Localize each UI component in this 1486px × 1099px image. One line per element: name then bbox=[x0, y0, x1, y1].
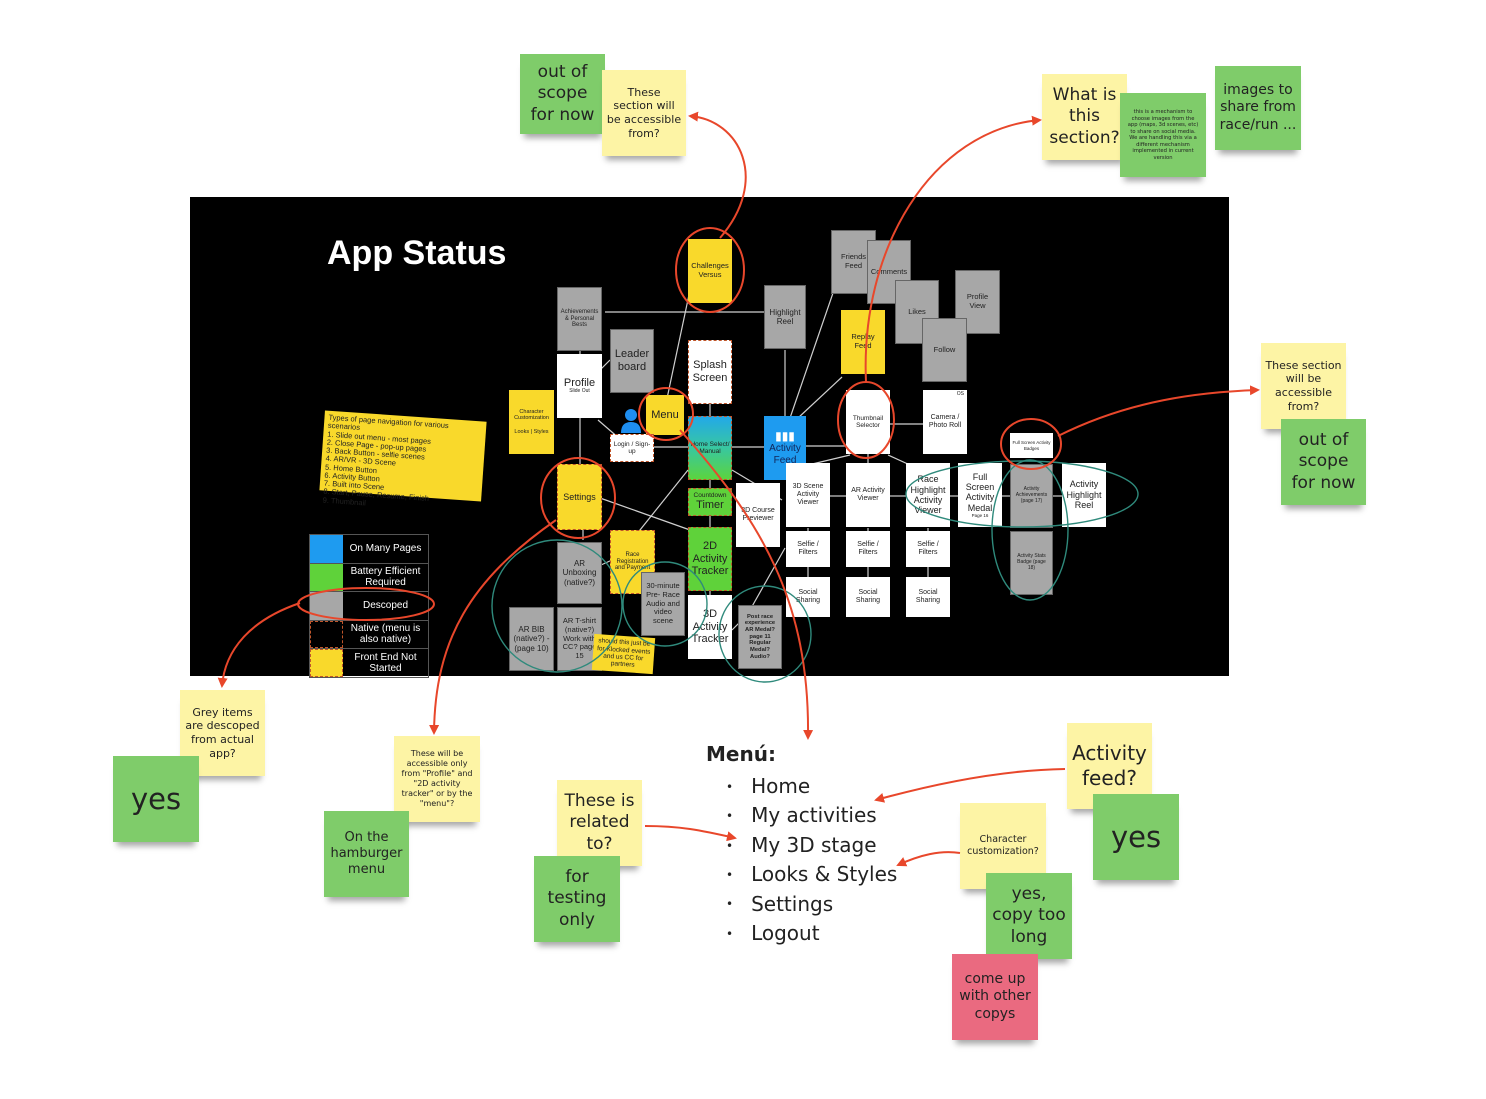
menu-item-settings: Settings bbox=[726, 890, 897, 919]
menu-list-block: Menú: Home My activities My 3D stage Loo… bbox=[706, 742, 897, 948]
sticky-copy-too-long: yes, copy too long bbox=[986, 873, 1072, 959]
node-follow: Follow bbox=[922, 318, 967, 382]
legend-label: Native (menu is also native) bbox=[350, 623, 421, 646]
node-3d-course-previewer: 3D Course Previewer bbox=[736, 483, 780, 547]
sticky-images-to-share: images to share from race/run ... bbox=[1215, 66, 1301, 150]
menu-item-looks-styles: Looks & Styles bbox=[726, 860, 897, 889]
node-challenges-versus: Challenges Versus bbox=[688, 239, 732, 303]
node-countdown-sub: Timer bbox=[696, 499, 724, 512]
arrow-feed-to-activities bbox=[874, 768, 1066, 803]
sticky-mechanism-explanation: this is a mechanism to choose images fro… bbox=[1120, 93, 1206, 177]
node-replay-feed: Replay Feed bbox=[841, 310, 885, 374]
node-settings: Settings bbox=[557, 464, 602, 530]
menu-item-logout: Logout bbox=[726, 919, 897, 948]
sticky-activity-feed-yes: yes bbox=[1093, 794, 1179, 880]
node-achievements: Achievements & Personal Bests bbox=[557, 287, 602, 351]
menu-title: Menú: bbox=[706, 742, 776, 766]
node-social-sharing-2: Social Sharing bbox=[846, 577, 890, 617]
node-character-customization: Character Customization Looks | Styles bbox=[509, 390, 554, 454]
arrow-char-to-looks bbox=[896, 851, 961, 867]
node-camera-sub: OS bbox=[956, 391, 964, 397]
node-login-signup: Login / Sign-up bbox=[610, 434, 654, 462]
legend-row: Front End Not Started bbox=[309, 649, 429, 678]
sticky-accessible-from-right: These section will be accessible from? bbox=[1261, 343, 1346, 429]
node-full-screen-badges: Full Screen Activity Badges bbox=[1010, 433, 1053, 458]
node-activity-stats-badge: Activity Stats Badge (page 18) bbox=[1010, 531, 1053, 595]
legend-swatch-green bbox=[310, 563, 343, 591]
menu-item-my-activities: My activities bbox=[726, 801, 897, 830]
sticky-out-of-scope-top: out of scope for now bbox=[520, 54, 605, 134]
legend-row: Descoped bbox=[309, 592, 429, 621]
legend-row: Native (menu is also native) bbox=[309, 620, 429, 649]
sticky-testing-only: for testing only bbox=[534, 856, 620, 942]
menu-item-my-3d-stage: My 3D stage bbox=[726, 831, 897, 860]
node-selfie-filters-3: Selfie / Filters bbox=[906, 531, 950, 567]
legend-swatch-grey bbox=[310, 592, 343, 620]
node-ar-unboxing: AR Unboxing (native?) bbox=[557, 542, 602, 604]
sticky-related-to: These is related to? bbox=[557, 780, 642, 866]
node-menu: Menu bbox=[646, 395, 684, 435]
node-selfie-filters-1: Selfie / Filters bbox=[786, 531, 830, 567]
node-medal-label: Full Screen Activity Medal bbox=[965, 471, 995, 513]
node-activity-highlight-reel: Activity Highlight Reel bbox=[1062, 463, 1106, 527]
node-3d-activity-tracker: 3D Activity Tracker bbox=[688, 595, 732, 659]
sticky-hamburger-menu: On the hamburger menu bbox=[324, 811, 409, 897]
sticky-settings-question: These will be accessible only from "Prof… bbox=[394, 736, 480, 822]
legend-swatch-yellow bbox=[310, 649, 343, 677]
node-camera-photo-roll: Camera / Photo Roll OS bbox=[923, 390, 967, 454]
node-camera-label: Camera / Photo Roll bbox=[928, 413, 962, 429]
node-character-label: Character Customization bbox=[514, 408, 549, 421]
node-thumbnail-selector: Thumbnail Selector bbox=[846, 390, 890, 454]
legend-label: Descoped bbox=[362, 600, 409, 612]
node-pre-race-audio: 30-minute Pre- Race Audio and video scen… bbox=[641, 572, 685, 636]
node-profile-sub: Slide Out bbox=[569, 388, 590, 395]
node-home-select: Home Select/ Manual bbox=[688, 416, 732, 480]
node-race-highlight-viewer: Race Highlight Activity Viewer bbox=[906, 463, 950, 527]
navigation-types-note: Types of page navigation for various sce… bbox=[319, 410, 487, 507]
legend-row: On Many Pages bbox=[309, 534, 429, 564]
node-highlight-reel: Highlight Reel bbox=[764, 285, 806, 349]
node-character-sub: Looks | Styles bbox=[514, 429, 549, 436]
sticky-accessible-from-top: These section will be accessible from? bbox=[602, 70, 686, 156]
legend-label: On Many Pages bbox=[349, 543, 422, 555]
board-title: App Status bbox=[327, 234, 507, 272]
bar-chart-icon: ▮▮▮ bbox=[775, 428, 795, 443]
sticky-what-is-this-section: What is this section? bbox=[1042, 74, 1127, 160]
user-silhouette-icon bbox=[620, 407, 642, 433]
legend-row: Battery Efficient Required bbox=[309, 563, 429, 592]
note-klocked-events: should this just be for Klocked events a… bbox=[591, 633, 656, 675]
sticky-other-copys: come up with other copys bbox=[952, 954, 1038, 1040]
node-countdown-timer: Countdown Timer bbox=[688, 488, 732, 516]
legend: On Many Pages Battery Efficient Required… bbox=[309, 534, 429, 678]
sticky-out-of-scope-right: out of scope for now bbox=[1281, 419, 1366, 505]
node-social-sharing-3: Social Sharing bbox=[906, 577, 950, 617]
legend-label: Battery Efficient Required bbox=[350, 566, 421, 589]
menu-list: Home My activities My 3D stage Looks & S… bbox=[706, 772, 897, 948]
menu-item-home: Home bbox=[726, 772, 897, 801]
node-countdown-label: Countdown bbox=[693, 491, 727, 499]
legend-swatch-native bbox=[310, 620, 343, 648]
legend-label: Front End Not Started bbox=[354, 651, 417, 674]
node-2d-activity-tracker: 2D Activity Tracker bbox=[688, 527, 732, 591]
node-full-screen-medal: Full Screen Activity Medal Page 16 bbox=[958, 463, 1002, 527]
node-activity-achievements: Activity Achievements (page 17) bbox=[1010, 464, 1053, 528]
node-profile: Profile Slide Out bbox=[557, 354, 602, 418]
legend-swatch-blue bbox=[310, 535, 343, 563]
node-3d-scene-viewer: 3D Scene Activity Viewer bbox=[786, 463, 830, 527]
node-social-sharing-1: Social Sharing bbox=[786, 577, 830, 617]
node-profile-label: Profile bbox=[563, 376, 596, 389]
node-leaderboard: Leader board bbox=[610, 329, 654, 393]
node-ar-bib: AR BIB (native?) - (page 10) bbox=[509, 607, 554, 671]
node-splash-screen: Splash Screen bbox=[688, 340, 732, 404]
node-ar-activity-viewer: AR Activity Viewer bbox=[846, 463, 890, 527]
node-selfie-filters-2: Selfie / Filters bbox=[846, 531, 890, 567]
node-post-race-experience: Post race experience AR Medal? page 11 R… bbox=[738, 605, 782, 669]
sticky-grey-yes: yes bbox=[113, 756, 199, 842]
node-medal-sub: Page 16 bbox=[971, 513, 989, 519]
